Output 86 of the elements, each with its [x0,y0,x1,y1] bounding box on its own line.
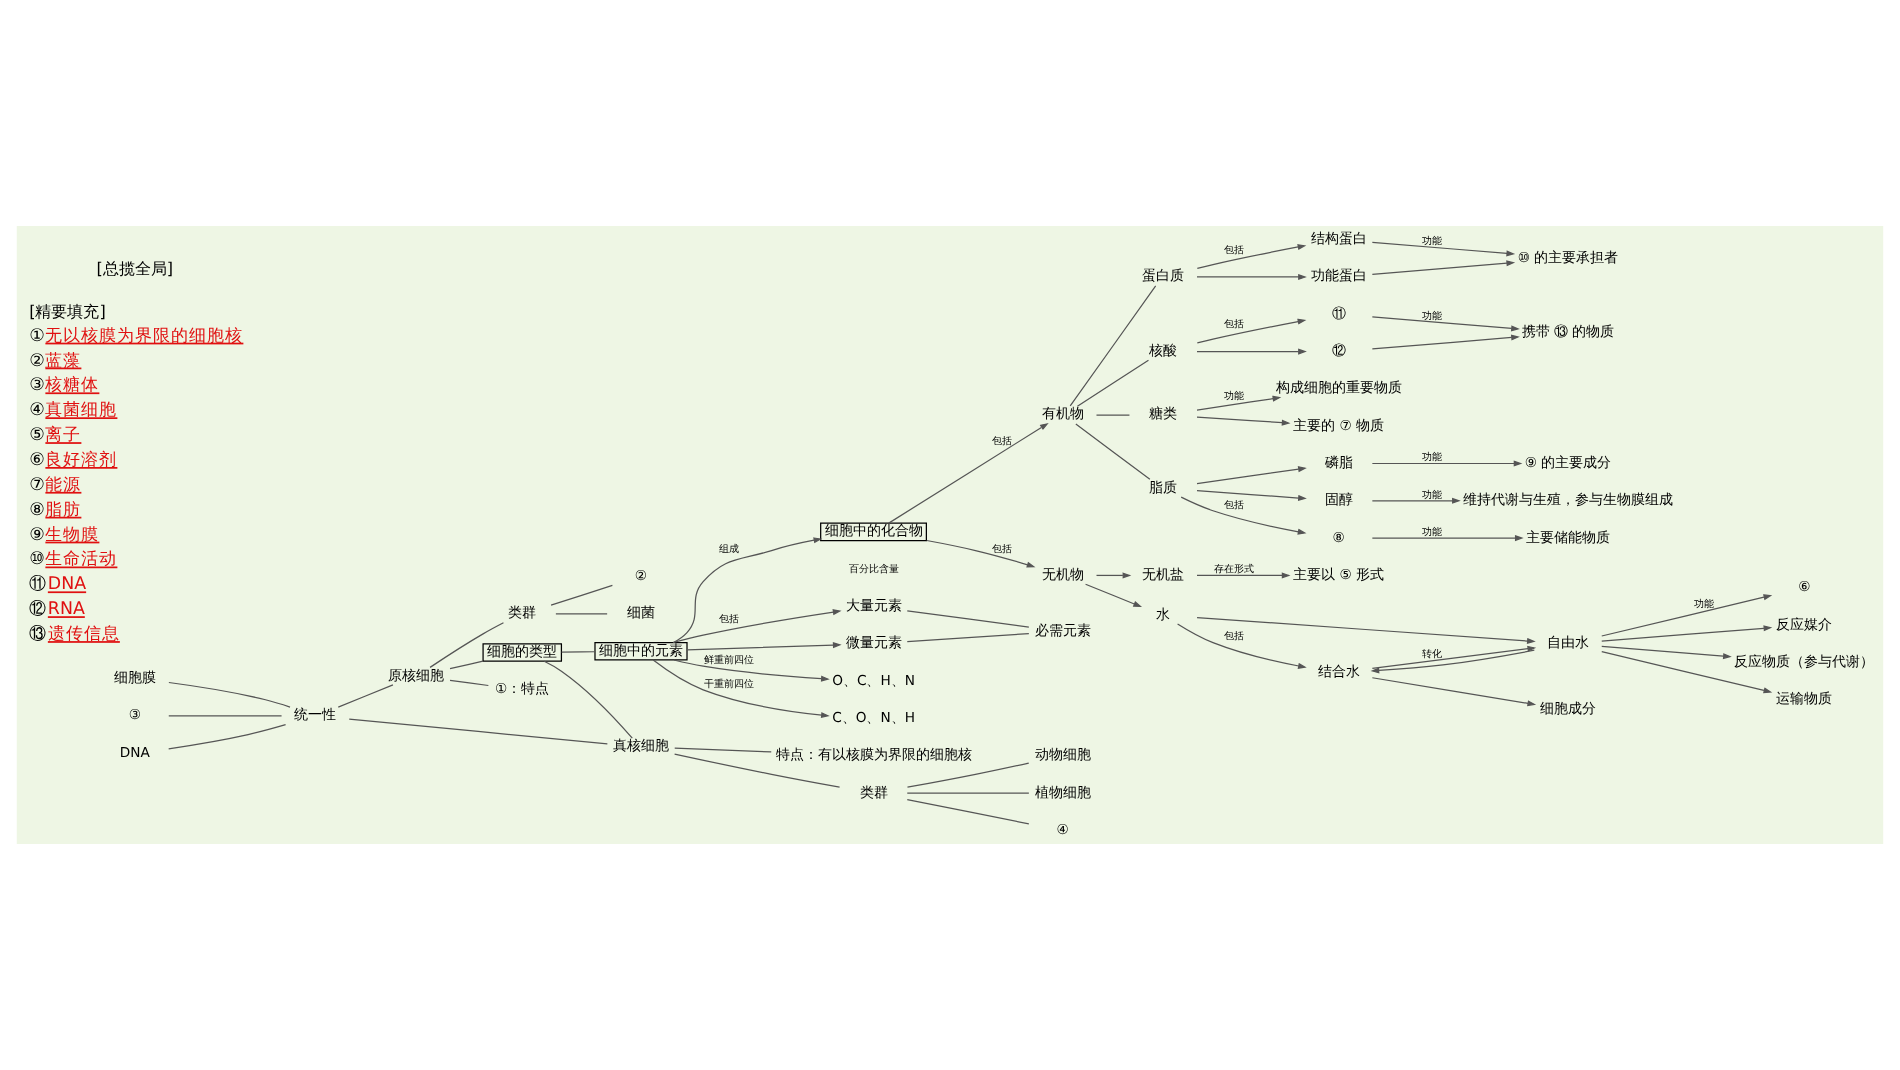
label: 遗传信息 [47,625,120,646]
connector [555,613,608,615]
label: ④ [29,401,45,422]
connector [1069,285,1157,407]
arrow [1196,395,1282,411]
label: 核糖体 [45,376,100,397]
connector [168,715,283,717]
connector [348,718,608,745]
arrow [1084,583,1142,608]
label: ⑬ [29,625,48,646]
label: 真菌细胞 [45,401,118,422]
connector [449,660,484,670]
arrow [1196,416,1291,426]
arrow [1371,316,1520,332]
connector [337,684,394,708]
connector [906,632,1030,643]
arrow [888,422,1049,524]
arrow [1370,649,1535,674]
arrow [672,609,842,644]
label: 离子 [45,426,82,447]
connector [906,798,1030,825]
arrow [1196,244,1307,269]
arrow [1095,572,1132,579]
connector [906,610,1030,628]
arrow [1371,497,1461,504]
connector [906,792,1030,794]
label: ⑤ [29,426,45,447]
label: 生命活动 [45,550,118,571]
arrow [652,659,830,719]
label: ⑦ [29,475,45,496]
label: 生物膜 [45,525,100,546]
label: ② [29,351,45,372]
connector [560,651,596,653]
label: ⑩ [29,550,45,571]
arrow [926,539,1036,568]
arrow [1196,348,1307,355]
label: ③ [29,376,45,397]
arrow [1196,572,1291,579]
label: 脂肪 [45,500,82,521]
label: ⑪ [29,575,48,596]
arrow [1601,594,1773,637]
arrow [1176,623,1307,669]
connector [168,681,291,708]
arrow [1196,318,1307,344]
arrow [1371,535,1524,542]
label: ① [29,326,45,347]
label: 蓝藻 [45,351,82,372]
connector [674,753,841,788]
label: 能源 [45,475,82,496]
arrow [1371,645,1537,669]
connector [168,724,287,750]
label: 良好溶剂 [45,450,118,471]
label: ⑥ [29,450,45,471]
connector [550,584,613,606]
connector [1075,423,1151,480]
arrow [1196,616,1536,644]
label: ⑨ [29,525,45,546]
arrow [1601,645,1732,660]
arrow [1601,650,1773,694]
connector [449,679,489,687]
arrow [1371,460,1523,467]
arrow [1601,625,1773,642]
arrow [1371,241,1516,257]
connector [543,660,633,739]
label: [总揽全局] [96,257,174,278]
label: DNA [47,575,87,596]
arrow [1196,490,1307,502]
arrow [672,537,823,644]
arrow [1180,496,1307,535]
arrow [1196,273,1307,281]
arrow [1371,260,1516,275]
label: RNA [47,600,85,621]
label: [精要填充] [29,301,106,322]
connector [1095,414,1131,416]
label: ⑫ [29,600,48,621]
connector [1076,359,1150,407]
arrow [1371,334,1520,350]
arrow [686,642,842,651]
connector [674,747,772,753]
label: ⑧ [29,500,45,521]
label: 无以核膜为界限的细胞核 [45,326,244,347]
arrow [1371,677,1537,707]
arrow [673,659,830,682]
connector [906,762,1030,788]
connector [429,622,505,668]
arrow [1196,466,1307,485]
